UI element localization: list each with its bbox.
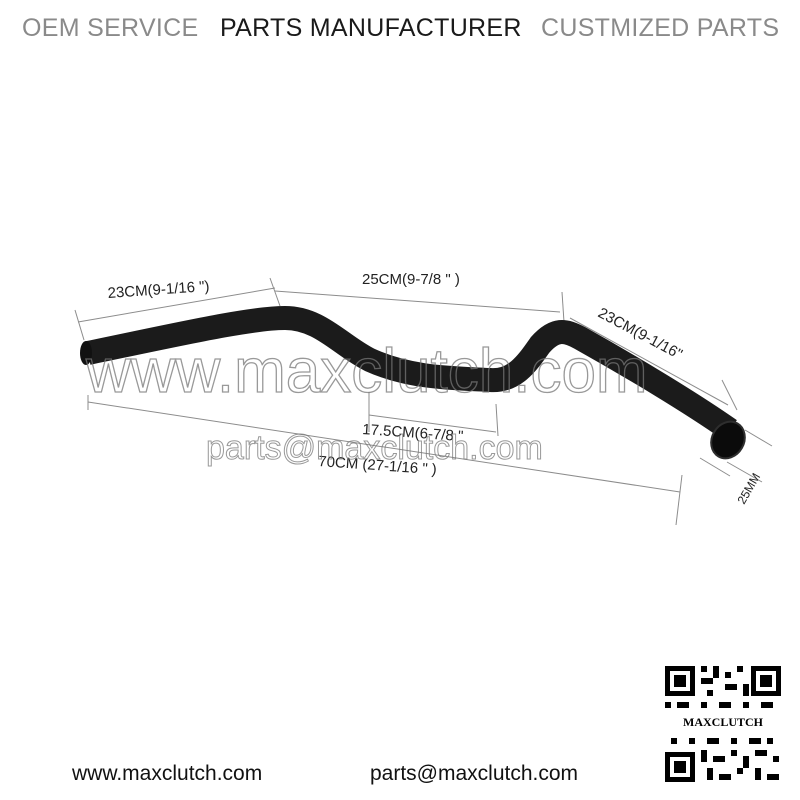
qr-brand-label: MAXCLUTCH [672, 714, 774, 730]
footer-email[interactable]: parts@maxclutch.com [370, 762, 579, 785]
left-segment-dimension: 23CM(9-1/16 ") [107, 278, 210, 302]
handlebar-tube [85, 305, 737, 440]
oem-service-label: OEM SERVICE [22, 14, 199, 42]
dimension-lines [74, 277, 773, 526]
middle-segment-dimension: 25CM(9-7/8 " ) [362, 271, 460, 288]
watermark-site: www.maxclutch.com [85, 337, 648, 406]
tube-end-left [80, 341, 92, 365]
parts-manufacturer-label: PARTS MANUFACTURER [220, 14, 522, 42]
watermark-email: parts@maxclutch.com [206, 429, 543, 467]
footer-website[interactable]: www.maxclutch.com [72, 762, 263, 785]
customized-parts-label: CUSTMIZED PARTS [541, 14, 780, 42]
tube-end-right [710, 420, 746, 460]
tube-diameter-dimension: 25MM [734, 471, 763, 507]
header-bar: OEM SERVICE PARTS MANUFACTURER CUSTMIZED… [0, 0, 800, 56]
